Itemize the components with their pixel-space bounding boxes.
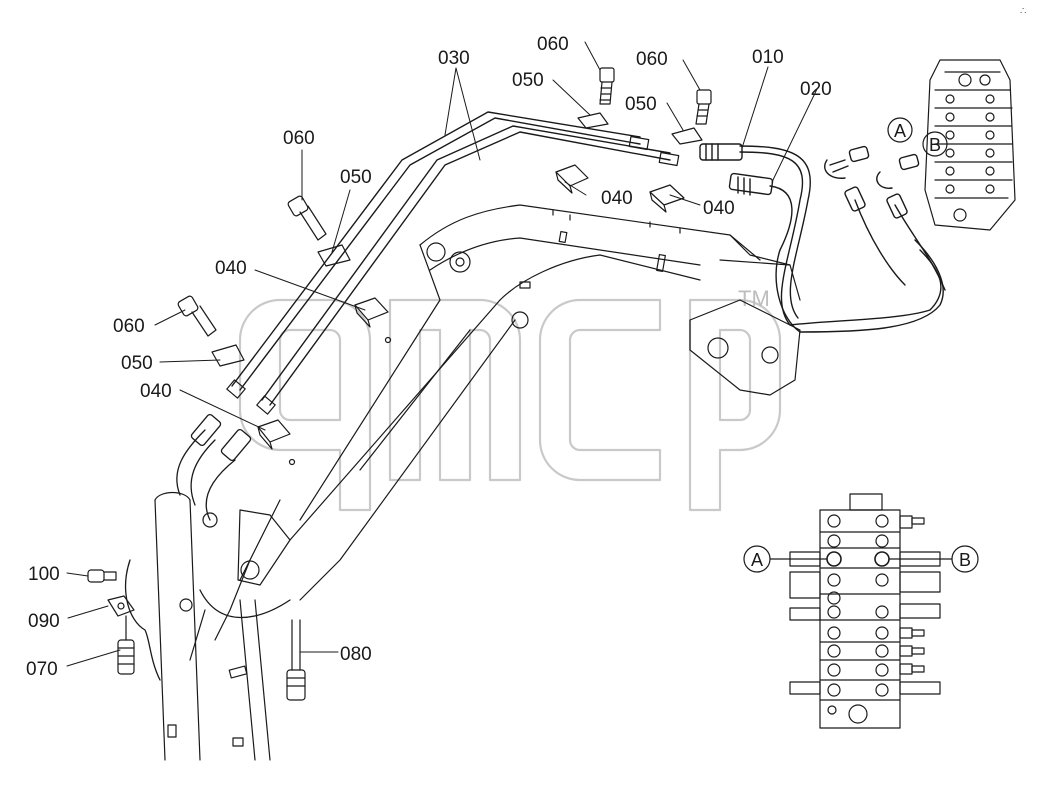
label-090: 090 (28, 611, 60, 632)
bolt-060-a (599, 67, 615, 105)
plate-050-a (577, 112, 609, 129)
plate-050-b (671, 127, 703, 145)
clamp-040-b (649, 184, 685, 213)
plate-050-d (211, 344, 245, 367)
hose-020 (728, 172, 944, 333)
port-b-label-schematic: B (959, 550, 971, 570)
part-labels: 030 060 050 060 050 010 020 040 040 060 … (26, 34, 832, 680)
boom-pin (426, 242, 446, 262)
label-030: 030 (438, 48, 470, 69)
label-040-left-lower: 040 (140, 381, 172, 402)
label-040-left-upper: 040 (215, 258, 247, 279)
label-070: 070 (26, 659, 58, 680)
label-080: 080 (340, 644, 372, 665)
clamp-040-c (354, 297, 392, 344)
clamp-040-d (257, 419, 296, 466)
port-callout-b-schematic: B (951, 545, 979, 573)
label-050-top-left: 050 (512, 70, 544, 91)
boom-assembly (154, 204, 801, 761)
label-050-left-lower: 050 (121, 353, 153, 374)
bolt-060-c (287, 195, 327, 241)
hose-end-080 (286, 619, 306, 701)
leader-lines (66, 41, 818, 667)
clamp-040-a (555, 164, 589, 194)
label-010: 010 (752, 47, 784, 68)
clamp-090 (107, 595, 135, 617)
label-060-left-upper: 060 (283, 128, 315, 149)
arm-pivot-pin (511, 311, 529, 329)
valve-hoses (824, 145, 946, 291)
port-a-label-schematic: A (751, 550, 763, 570)
bolt-060-b (695, 89, 712, 125)
port-callout-a-top: A (887, 117, 913, 143)
pipe-030 (231, 111, 671, 406)
label-060-top-right: 060 (636, 49, 668, 70)
corner-mark: ∴ (1020, 6, 1026, 17)
watermark-logo (238, 298, 782, 512)
plate-050-c (317, 244, 351, 267)
label-060-top-left: 060 (537, 34, 569, 55)
bolt-060-d (177, 295, 217, 337)
hose-010 (699, 143, 942, 326)
pipe-fittings (226, 135, 680, 415)
lower-pivot-pin (240, 560, 260, 580)
port-a-label-top: A (894, 121, 906, 141)
fitting-100 (87, 569, 117, 583)
port-callout-b-top: B (922, 131, 948, 157)
valve-schematic (769, 493, 953, 729)
boom-cylinder (154, 499, 201, 761)
port-callout-a-schematic: A (743, 545, 771, 573)
label-060-left-lower: 060 (113, 316, 145, 337)
label-040-center: 040 (601, 188, 633, 209)
label-100: 100 (28, 564, 60, 585)
label-020: 020 (800, 79, 832, 100)
boom-pivot-pin (449, 251, 471, 273)
port-b-label-top: B (929, 135, 941, 155)
label-040-right: 040 (703, 198, 735, 219)
label-050-top-right: 050 (625, 94, 657, 115)
control-valve-assembly (924, 59, 1016, 231)
label-050-left-upper: 050 (340, 167, 372, 188)
boom-foot-bracket (689, 299, 801, 396)
hose-system-lower (124, 413, 291, 681)
hose-end-070 (117, 615, 135, 675)
